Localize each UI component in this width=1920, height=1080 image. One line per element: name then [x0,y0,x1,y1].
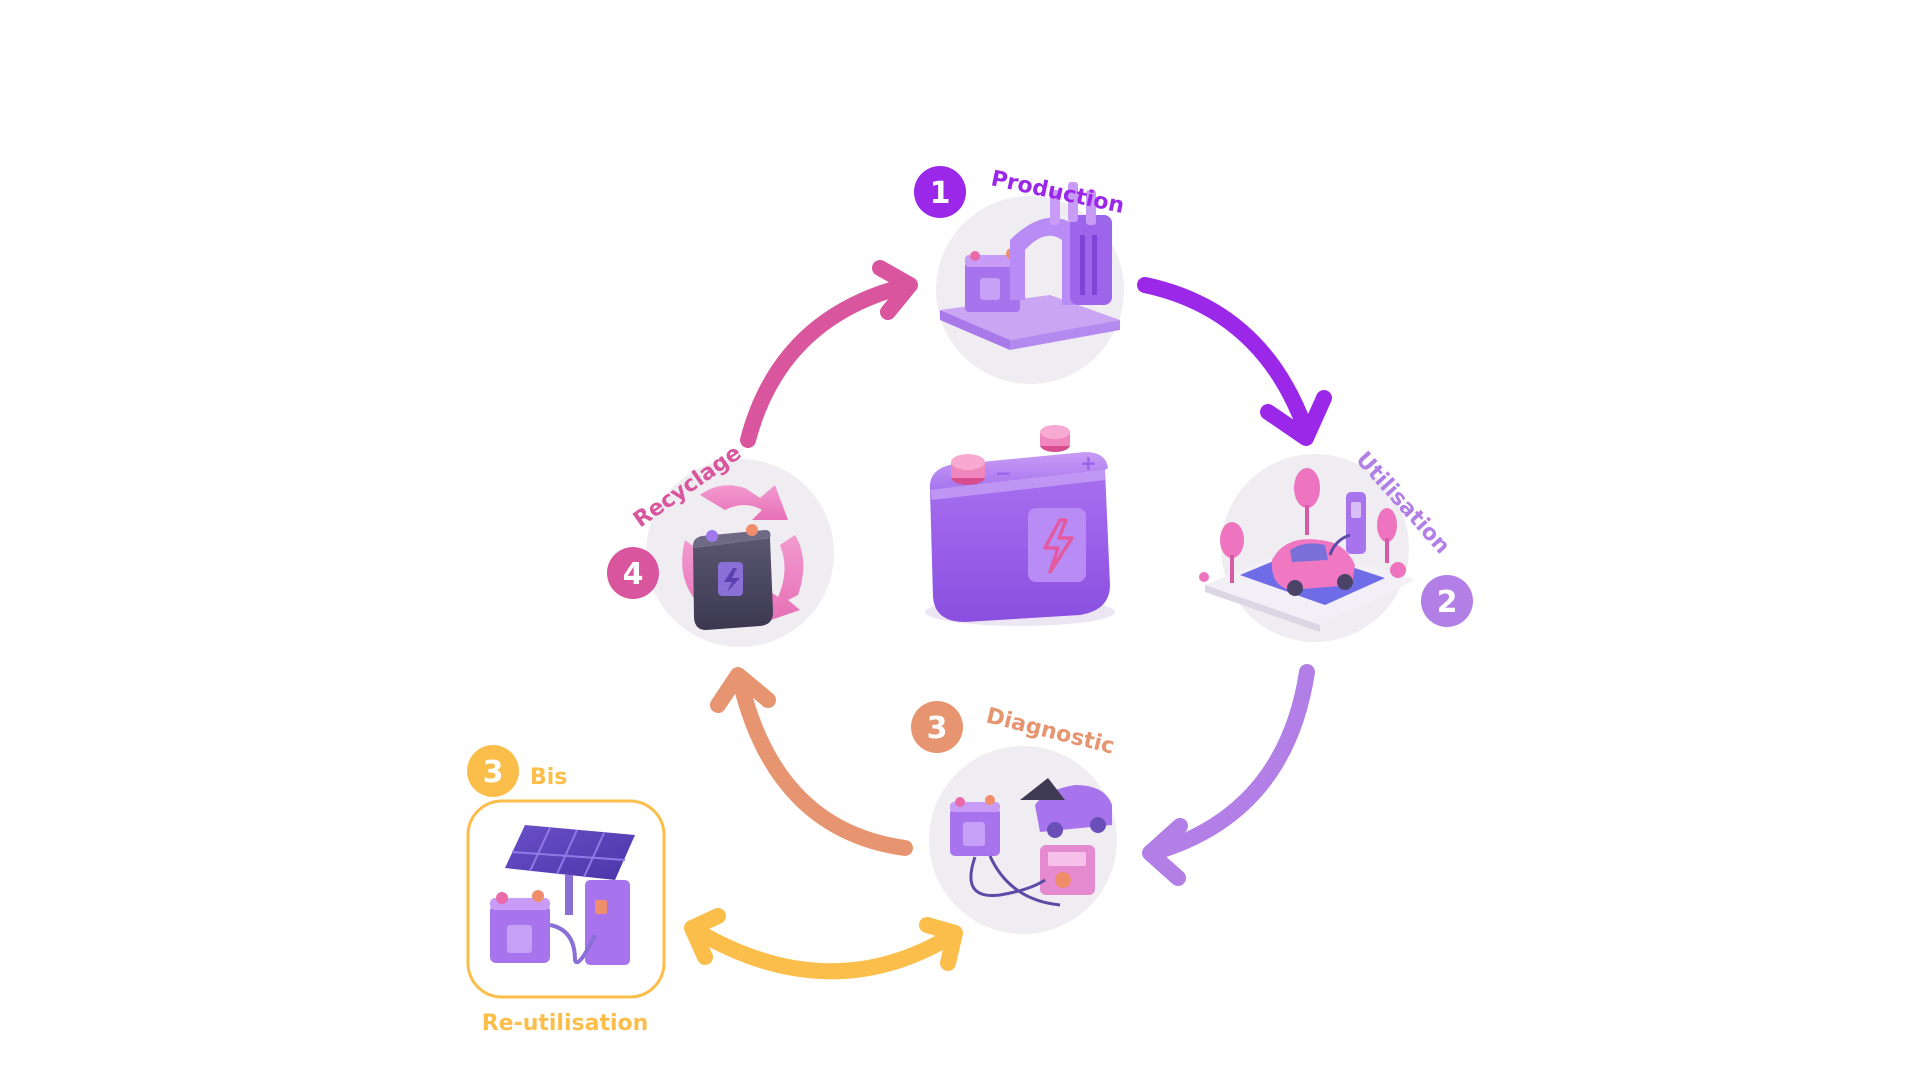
solar-battery-storage-icon [490,825,635,965]
step-number: 3 [927,711,948,746]
step-number-badge [1421,575,1473,627]
arrow-diagnostic-to-recyclage [710,667,913,856]
arrow-utilisation-to-diagnostic [1142,664,1315,886]
step-production: 1 Production [914,166,1126,384]
step-tag: Bis [530,765,567,790]
arrow-recyclage-to-production [740,260,918,448]
step-number: 2 [1437,585,1458,620]
step-number: 4 [623,557,644,592]
step-number-badge [607,547,659,599]
step-number: 3 [483,755,504,790]
step-utilisation: 2 Utilisation [1199,447,1473,642]
arrow-diagnostic-reutilisation [684,908,963,980]
battery-recycling-icon [682,485,804,630]
step-recyclage: 4 Recyclage [607,441,834,647]
svg-text:−: − [995,461,1012,485]
arrow-production-to-utilisation [1137,277,1332,446]
battery-diagnostic-icon [950,778,1112,907]
step-number-badge [911,701,963,753]
svg-text:+: + [1080,451,1097,475]
step-number-badge [467,745,519,797]
electric-car-charging-icon [1199,468,1415,632]
step-number: 1 [930,176,951,211]
step-reutilisation: 3 Bis Re-utilisation [466,745,666,1036]
battery-icon: − + [925,425,1115,626]
step-number-badge [914,166,966,218]
battery-factory-icon [940,182,1120,350]
step-label: Re-utilisation [482,1011,649,1036]
step-diagnostic: 3 Diagnostic [911,701,1117,934]
